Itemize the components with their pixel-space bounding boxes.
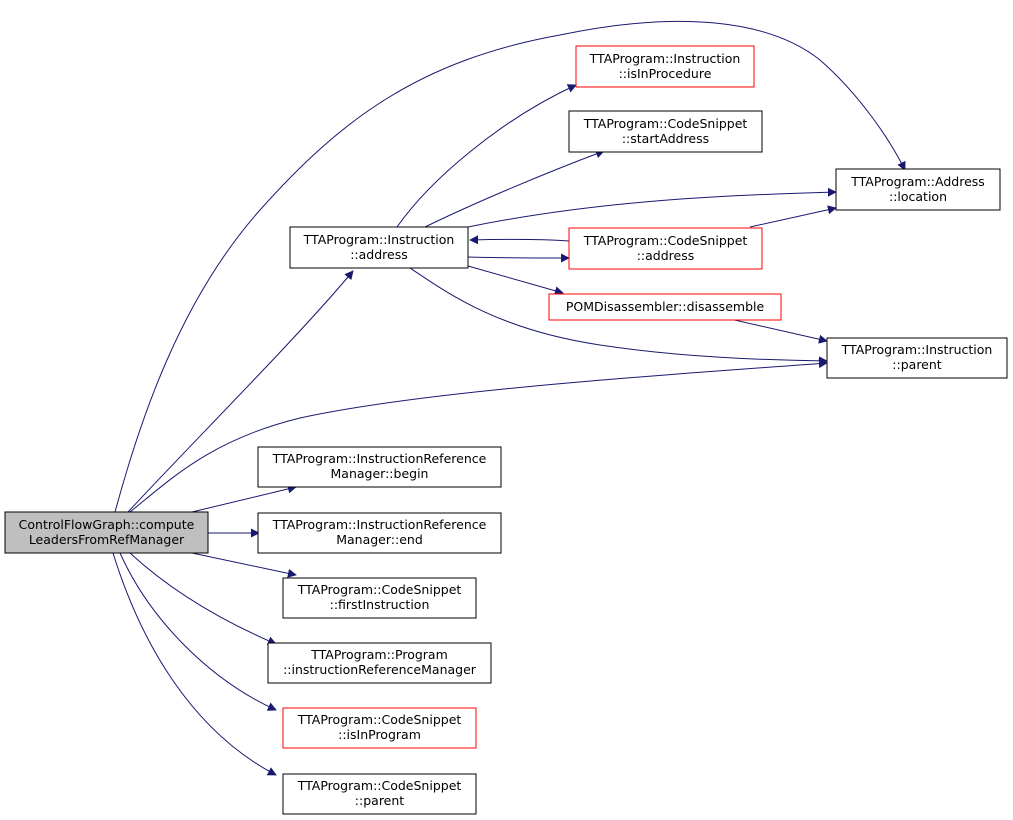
edge-root-to-instr-address <box>127 270 354 513</box>
node-codesnippet-address-label-1: TTAProgram::CodeSnippet <box>583 233 748 248</box>
edge-pom-to-instr-parent <box>729 318 828 344</box>
node-irm-begin[interactable]: TTAProgram::InstructionReference Manager… <box>257 446 502 488</box>
node-codesnippet-startaddress[interactable]: TTAProgram::CodeSnippet ::startAddress <box>568 110 763 153</box>
node-irm-begin-label-2: Manager::begin <box>331 466 429 481</box>
node-instruction-address[interactable]: TTAProgram::Instruction ::address <box>289 226 469 269</box>
edges <box>112 20 906 776</box>
edge-instr-address-to-location <box>467 187 837 228</box>
node-codesnippet-isinprogram-label-2: ::isInProgram <box>338 727 421 742</box>
node-codesnippet-firstinstruction-label-1: TTAProgram::CodeSnippet <box>297 582 462 597</box>
node-instruction-isinprocedure[interactable]: TTAProgram::Instruction ::isInProcedure <box>575 45 755 88</box>
node-pomdisassembler-disassemble-label: POMDisassembler::disassemble <box>566 299 765 314</box>
node-pomdisassembler-disassemble[interactable]: POMDisassembler::disassemble <box>548 293 782 321</box>
node-address-location[interactable]: TTAProgram::Address ::location <box>835 168 1001 211</box>
edge-root-to-irm-begin <box>191 484 297 513</box>
edge-instr-address-to-startAddress <box>424 149 605 228</box>
edge-instr-address-to-pom <box>467 265 564 296</box>
node-codesnippet-address-label-2: ::address <box>637 248 695 263</box>
node-instruction-parent-label-2: ::parent <box>892 357 941 372</box>
node-irm-end-label-2: Manager::end <box>336 532 423 547</box>
node-codesnippet-startaddress-label-2: ::startAddress <box>622 131 709 146</box>
node-instruction-parent-label-1: TTAProgram::Instruction <box>841 342 993 357</box>
edge-instr-address-to-isInProcedure <box>396 84 577 228</box>
edge-root-to-cs-isInProgram <box>119 552 277 711</box>
edge-root-to-cs-firstInstruction <box>191 552 297 578</box>
node-irm-end[interactable]: TTAProgram::InstructionReference Manager… <box>257 512 502 554</box>
node-codesnippet-parent-label-1: TTAProgram::CodeSnippet <box>297 778 462 793</box>
node-codesnippet-address[interactable]: TTAProgram::CodeSnippet ::address <box>568 227 763 270</box>
edge-root-to-cs-parent <box>112 552 277 776</box>
node-codesnippet-startaddress-label-1: TTAProgram::CodeSnippet <box>583 116 748 131</box>
node-instruction-isinprocedure-label-2: ::isInProcedure <box>619 66 712 81</box>
node-instruction-parent[interactable]: TTAProgram::Instruction ::parent <box>826 337 1008 379</box>
node-instruction-isinprocedure-label-1: TTAProgram::Instruction <box>589 51 741 66</box>
node-instruction-address-label-2: ::address <box>350 247 408 262</box>
node-program-irm-label-1: TTAProgram::Program <box>310 647 448 662</box>
edge-cs-address-to-instr-address <box>469 235 570 245</box>
node-codesnippet-firstinstruction[interactable]: TTAProgram::CodeSnippet ::firstInstructi… <box>282 577 477 619</box>
node-instruction-address-label-1: TTAProgram::Instruction <box>303 232 455 247</box>
nodes: ControlFlowGraph::compute LeadersFromRef… <box>4 45 1008 815</box>
node-codesnippet-isinprogram[interactable]: TTAProgram::CodeSnippet ::isInProgram <box>282 707 477 749</box>
node-root[interactable]: ControlFlowGraph::compute LeadersFromRef… <box>4 511 209 554</box>
node-address-location-label-1: TTAProgram::Address <box>850 174 985 189</box>
edge-root-to-instr-parent <box>129 359 828 513</box>
node-root-label-1: ControlFlowGraph::compute <box>19 517 195 532</box>
node-codesnippet-parent[interactable]: TTAProgram::CodeSnippet ::parent <box>282 773 477 815</box>
node-program-irm[interactable]: TTAProgram::Program ::instructionReferen… <box>267 642 492 684</box>
node-root-label-2: LeadersFromRefManager <box>29 532 185 547</box>
edge-instr-address-to-cs-address <box>467 253 570 263</box>
edge-root-to-prog-irm <box>129 552 277 645</box>
node-address-location-label-2: ::location <box>889 189 947 204</box>
node-codesnippet-isinprogram-label-1: TTAProgram::CodeSnippet <box>297 712 462 727</box>
node-irm-begin-label-1: TTAProgram::InstructionReference <box>272 451 487 466</box>
edge-root-to-addr-location <box>114 20 906 513</box>
edge-instr-address-to-instr-parent <box>409 267 828 366</box>
node-codesnippet-firstinstruction-label-2: ::firstInstruction <box>330 597 430 612</box>
node-codesnippet-parent-label-2: ::parent <box>355 793 404 808</box>
node-program-irm-label-2: ::instructionReferenceManager <box>283 662 477 677</box>
node-irm-end-label-1: TTAProgram::InstructionReference <box>272 517 487 532</box>
edge-cs-address-to-location <box>749 205 837 228</box>
